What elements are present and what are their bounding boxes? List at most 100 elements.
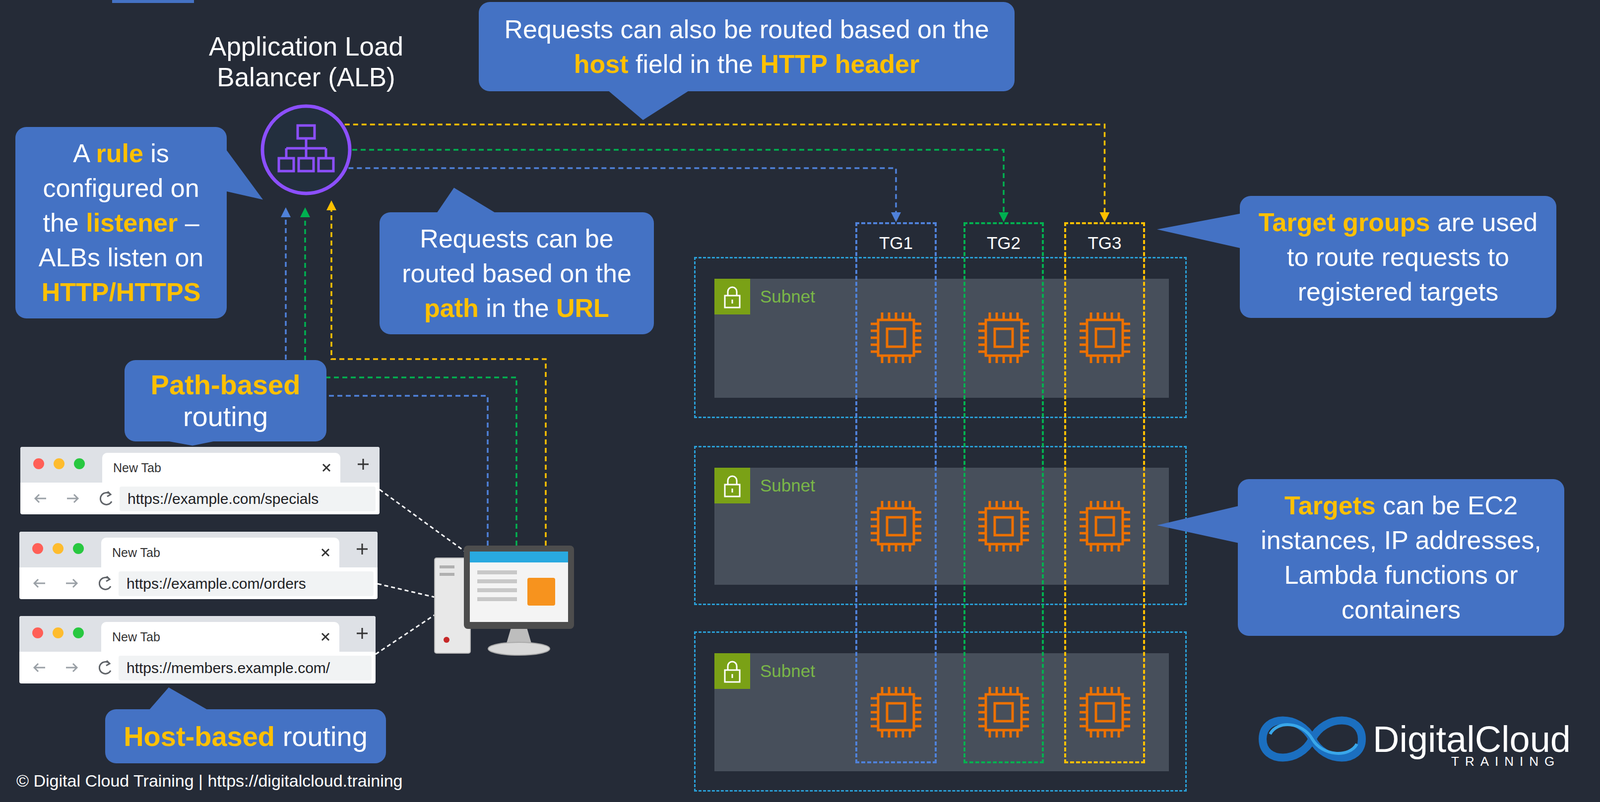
plus-sign [356,628,368,640]
url-field: https://example.com/specials [119,486,376,512]
reload [99,660,111,674]
corner-bar [112,0,194,3]
request-arrowhead [300,207,311,218]
callout-tail-shape [1156,213,1241,249]
target-group-box: TG2 [963,222,1044,764]
url-field: https://members.example.com/ [118,655,372,681]
node-heading: Application Load Balancer (ALB) [167,31,446,93]
highlight-word: URL [556,293,610,323]
glyph-box [318,158,334,172]
request-arrowhead [326,200,337,211]
highlight-word: Path-based [150,369,301,401]
highlight-word: path [424,293,479,323]
callout-text: Requests can be routed based on the path… [389,221,644,326]
highlight-word: host [574,49,629,79]
request-arrowhead [280,207,291,218]
target-group-box: TG1 [855,222,937,764]
lock-square [714,278,751,315]
browser-tab: New Tab [101,537,340,568]
callout-tail-shape [148,687,209,711]
target-group-label: TG3 [1066,233,1144,254]
label-box: © Digital Cloud Training | https://digit… [16,770,403,792]
lock-square [714,653,751,690]
tab-close [319,631,332,643]
max-dot [72,627,84,639]
monitor-base [488,642,550,656]
lock-shackle [727,476,737,485]
close-dot [32,543,44,555]
highlight-word: header [834,49,920,79]
glyph-box [278,158,294,172]
pc-slot [439,573,455,576]
highlight-word: Host-based [123,720,275,753]
callout-box: Target groups are used to route requests… [1239,195,1557,319]
logo-highlight [1270,724,1357,754]
highlight-word: Targets [1284,491,1376,520]
close-cross [321,549,329,557]
logo-loop [1262,720,1362,759]
reload [100,491,112,505]
nav-buttons [20,447,120,515]
lock-body [724,295,740,308]
pc-slot [439,565,455,569]
nav-buttons [19,616,119,684]
subnet-label: Subnet [760,278,816,315]
load-balancer-node: Application Load Balancer (ALB) [259,103,353,196]
url-text: https://example.com/orders [126,571,307,597]
connector [344,124,1110,223]
lock-keyhole [731,488,734,493]
new-tab [356,457,370,471]
screen-line [477,579,517,584]
browser-window: New Tab https://members.example.com/ [19,616,376,684]
label-box: TRAINING [1451,754,1561,770]
connector-line [352,149,1004,214]
highlight-word: rule [95,138,143,168]
plus-sign [357,458,369,470]
screen-square [527,577,556,606]
max-dot [73,458,85,470]
close-dot [33,458,45,470]
connector-line [344,124,1105,214]
close-dot [32,627,44,639]
callout-box: Requests can also be routed based on the… [478,1,1015,92]
window-buttons [20,447,90,483]
arrowhead [1099,212,1110,223]
lock-icon [714,278,751,315]
logo-icon [1262,720,1362,759]
callout-tail-shape [225,148,263,200]
callout-text: A rule is configured on the listener – A… [25,135,217,310]
lock-body [724,670,740,683]
tab-title: New Tab [112,537,161,568]
alb-glyph [278,125,334,172]
lock-icon [714,467,751,504]
tab-title: New Tab [112,622,161,652]
connector-line [348,168,896,214]
arrowhead [998,212,1009,223]
back-arrow [34,579,46,588]
arrowhead [891,212,901,223]
min-dot [52,543,64,555]
subnet-label: Subnet [760,467,816,504]
browser-window: New Tabhttps://example.com/specials [20,447,380,515]
callout-text: Target groups are used to route requests… [1249,204,1547,310]
leader-line [379,489,465,552]
target-group-label: TG2 [965,233,1042,254]
screen-line [477,597,517,602]
lock-body [724,484,740,497]
callout-box: Path-based routing [124,360,327,442]
tab-close [319,546,332,559]
alb-ring [262,106,350,194]
connector [352,149,1009,223]
plus-sign [356,543,368,555]
callout-tail-shape [163,440,219,447]
leader-line [377,583,442,599]
glyph-lines [286,138,326,159]
back-arrow [35,494,47,503]
highlight-word: HTTP [760,49,829,79]
min-dot [52,627,64,639]
max-dot [72,543,84,555]
leader-line [375,612,440,655]
screen-line [477,588,517,593]
forward-arrow [65,663,77,672]
